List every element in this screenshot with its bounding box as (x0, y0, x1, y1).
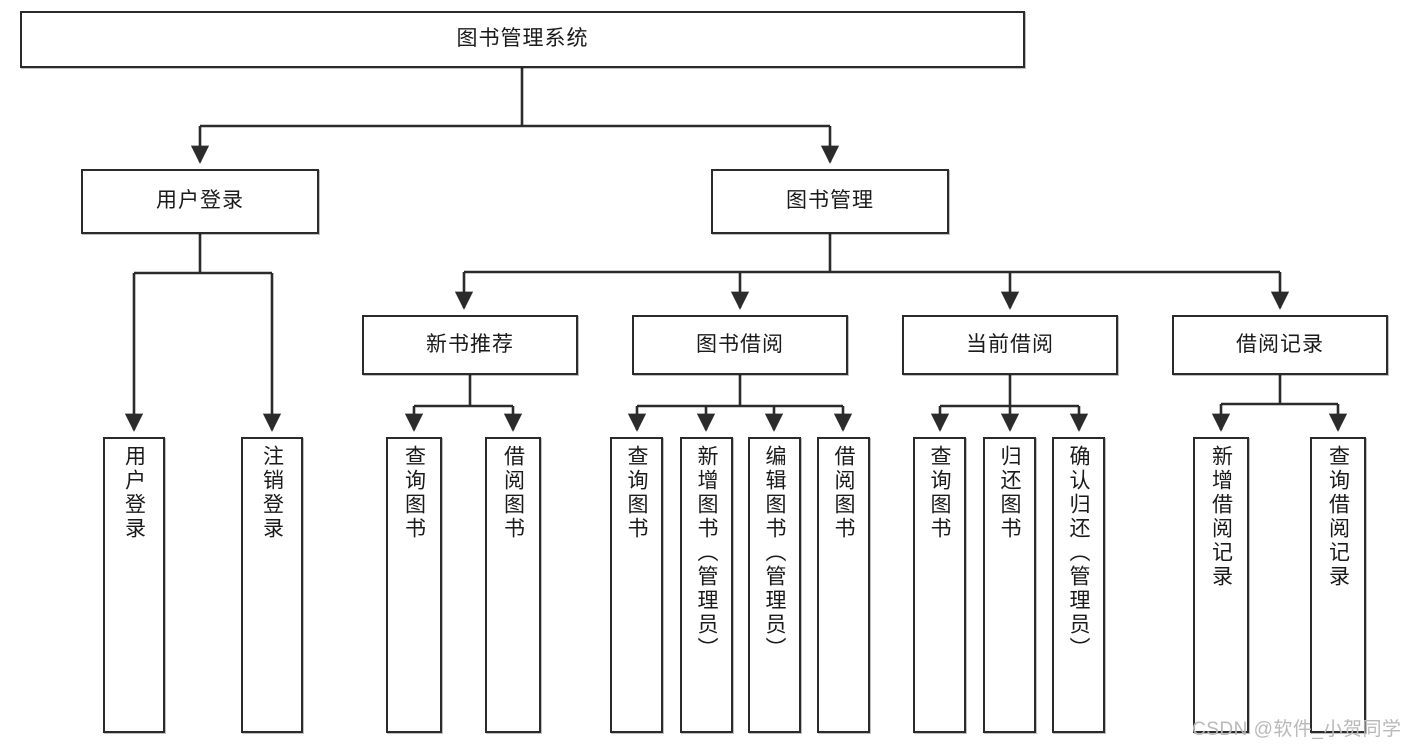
leaf-confirm-return-label: 确认归还（管理员） (1067, 445, 1090, 661)
leaf-query-book-3[interactable]: 查询图书 (913, 437, 966, 733)
node-borrow-record-label: 借阅记录 (1236, 332, 1324, 356)
node-book-manage[interactable]: 图书管理 (711, 169, 949, 234)
leaf-borrow-book-2-label: 借阅图书 (832, 445, 855, 541)
node-user-login-label: 用户登录 (156, 189, 244, 213)
leaf-edit-book[interactable]: 编辑图书（管理员） (748, 437, 801, 733)
node-current-borrow[interactable]: 当前借阅 (902, 315, 1118, 375)
leaf-add-record-label: 新增借阅记录 (1209, 445, 1233, 589)
node-book-manage-label: 图书管理 (786, 189, 874, 213)
node-root[interactable]: 图书管理系统 (20, 11, 1025, 68)
leaf-borrow-book-1[interactable]: 借阅图书 (485, 437, 541, 733)
leaf-user-login[interactable]: 用户登录 (103, 437, 165, 733)
node-root-label: 图书管理系统 (456, 27, 589, 51)
leaf-edit-book-label: 编辑图书（管理员） (763, 445, 786, 661)
leaf-add-book-label: 新增图书（管理员） (695, 445, 718, 661)
node-book-borrow-label: 图书借阅 (696, 332, 784, 356)
leaf-query-book-2[interactable]: 查询图书 (610, 437, 663, 733)
leaf-user-login-label: 用户登录 (122, 445, 146, 541)
node-borrow-record[interactable]: 借阅记录 (1172, 315, 1388, 375)
leaf-query-record[interactable]: 查询借阅记录 (1310, 437, 1366, 733)
leaf-borrow-book-2[interactable]: 借阅图书 (817, 437, 870, 733)
leaf-query-book-1[interactable]: 查询图书 (386, 437, 442, 733)
node-new-book-rec[interactable]: 新书推荐 (362, 315, 578, 375)
leaf-query-record-label: 查询借阅记录 (1326, 445, 1350, 589)
node-user-login[interactable]: 用户登录 (81, 169, 319, 234)
leaf-return-book[interactable]: 归还图书 (983, 437, 1036, 733)
leaf-query-book-1-label: 查询图书 (402, 445, 426, 541)
leaf-logout-label: 注销登录 (260, 445, 284, 541)
leaf-logout[interactable]: 注销登录 (241, 437, 303, 733)
leaf-query-book-2-label: 查询图书 (625, 445, 648, 541)
node-book-borrow[interactable]: 图书借阅 (632, 315, 848, 375)
leaf-return-book-label: 归还图书 (998, 445, 1021, 541)
leaf-add-record[interactable]: 新增借阅记录 (1193, 437, 1249, 733)
node-current-borrow-label: 当前借阅 (966, 332, 1054, 356)
node-new-book-rec-label: 新书推荐 (426, 332, 514, 356)
leaf-borrow-book-1-label: 借阅图书 (501, 445, 525, 541)
leaf-query-book-3-label: 查询图书 (928, 445, 951, 541)
leaf-confirm-return[interactable]: 确认归还（管理员） (1052, 437, 1105, 733)
leaf-add-book[interactable]: 新增图书（管理员） (680, 437, 733, 733)
